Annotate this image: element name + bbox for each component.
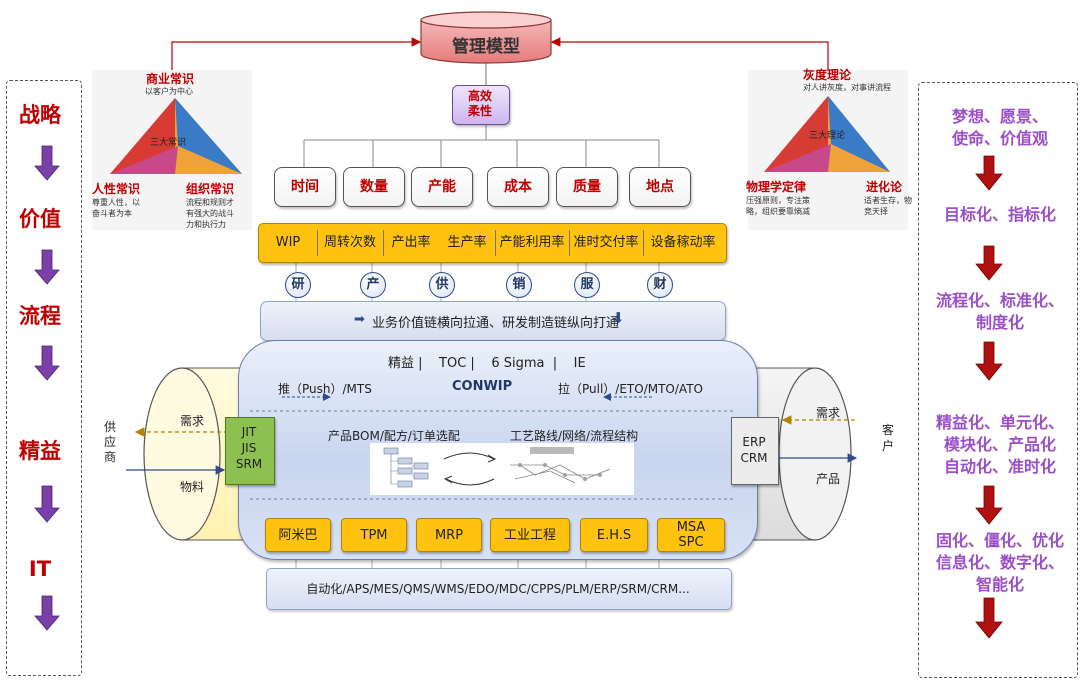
left-panel-item-process: 流程: [19, 304, 61, 328]
kpi-divider: [495, 230, 496, 256]
routing-label: 工艺路线/网络/流程结构: [510, 429, 639, 443]
left-demand-label: 需求: [180, 414, 205, 428]
dimension-time: 时间: [274, 167, 336, 207]
tool-msa-spc: MSA SPC: [657, 518, 725, 552]
it-bar: [266, 568, 732, 610]
pull-label: 拉（Pull）/ETO/MTO/ATO: [558, 382, 703, 396]
chain-sales: 销: [506, 272, 532, 298]
down-arrow-icon: [34, 595, 60, 631]
it-systems-label: 自动化/APS/MES/QMS/WMS/EDO/MDC/CPPS/PLM/ERP…: [306, 582, 690, 596]
dimension-quantity: 数量: [343, 167, 405, 207]
left-triangle-right-sub: 流程和规则才 有强大的战斗 力和执行力: [186, 198, 234, 229]
kpi-turnover: 周转次数: [323, 235, 376, 250]
right-triangle-left-title: 物理学定律: [746, 180, 807, 194]
supplier-label: 供 应 商: [104, 420, 117, 464]
erp-label: ERP CRM: [740, 435, 768, 465]
left-triangle-top-title: 商业常识: [146, 72, 195, 86]
core-label: 高效 柔性: [467, 89, 492, 118]
jit-label: JIT JIS SRM: [235, 425, 263, 471]
down-arrow-icon: [975, 155, 1003, 191]
kpi-output-rate: 产出率: [391, 235, 431, 250]
right-panel-arrows: [975, 155, 1003, 639]
tool-industrial-engineering: 工业工程: [490, 518, 570, 552]
chain-supply: 供: [429, 272, 455, 298]
down-arrow-icon: [975, 341, 1003, 381]
tool-ehs: E.H.S: [580, 518, 648, 552]
model-title: 管理模型: [452, 37, 520, 57]
bom-routing-figure: [370, 443, 634, 495]
value-chain-label: 业务价值链横向拉通、研发制造链纵向打通: [372, 316, 620, 331]
core-box: [452, 85, 510, 125]
left-triangle-diagram: [92, 70, 252, 230]
right-triangle-center: 三大理论: [809, 131, 846, 141]
tool-mrp: MRP: [416, 518, 482, 552]
chain-research: 研: [285, 272, 311, 298]
down-arrow-icon: [34, 485, 60, 523]
right-triangle-right-sub: 适者生存，物 竞天择: [864, 196, 912, 216]
right-triangle-top-title: 灰度理论: [803, 68, 852, 82]
right-triangle-left-sub: 压强原则，专注策 略，组织要靠熵减: [746, 196, 810, 216]
right-triangle-top-sub: 对人讲灰度，对事讲流程: [803, 83, 891, 92]
kpi-divider: [643, 230, 644, 256]
left-triangle-left-sub: 尊重人性，以 奋斗者为本: [92, 198, 140, 218]
chain-production: 产: [360, 272, 386, 298]
left-panel-item-value: 价值: [19, 207, 61, 231]
push-label: 推（Push）/MTS: [278, 382, 372, 396]
kpi-divider: [383, 230, 384, 256]
bom-label: 产品BOM/配方/订单选配: [328, 429, 460, 443]
left-panel: [6, 80, 82, 676]
kpi-divider: [569, 230, 570, 256]
kpi-on-time-delivery: 准时交付率: [573, 235, 639, 250]
left-triangle-top-sub: 以客户为中心: [145, 87, 193, 96]
tool-tpm: TPM: [341, 518, 407, 552]
erp-box: [731, 417, 779, 485]
right-arrow-icon: ➡: [354, 312, 365, 327]
right-triangle-diagram: [748, 70, 908, 230]
down-arrow-icon: ⬇: [612, 309, 625, 327]
left-panel-arrows: [34, 145, 60, 631]
dimension-capacity: 产能: [411, 167, 473, 207]
kpi-utilization: 产能利用率: [499, 235, 565, 250]
down-arrow-icon: [975, 597, 1003, 639]
left-panel-item-strategy: 战略: [19, 103, 61, 127]
kpi-wip: WIP: [275, 235, 301, 250]
down-arrow-icon: [975, 245, 1003, 281]
tool-amoeba: 阿米巴: [265, 518, 331, 552]
right-product-label: 产品: [816, 472, 841, 486]
dimension-location: 地点: [629, 167, 691, 207]
kpi-divider: [317, 230, 318, 256]
right-panel-item-vision: 梦想、愿景、 使命、价值观: [951, 107, 1048, 148]
down-arrow-icon: [34, 145, 60, 181]
left-panel-item-lean: 精益: [19, 439, 61, 463]
value-chain-bar: [260, 301, 726, 341]
left-panel-item-it: IT: [28, 557, 52, 581]
left-material-label: 物料: [180, 480, 205, 494]
methods-line: 精益 | TOC | 6 Sigma | IE: [388, 356, 586, 371]
model-cylinder: [420, 11, 552, 64]
down-arrow-icon: [34, 345, 60, 381]
left-triangle-center: 三大常识: [150, 138, 187, 148]
chain-service: 服: [574, 272, 600, 298]
kpi-oee: 设备稼动率: [650, 235, 716, 250]
dimension-quality: 质量: [556, 167, 618, 207]
right-panel-item-digital: 固化、僵化、优化 信息化、数字化、 智能化: [935, 531, 1064, 594]
kpi-bar: WIP 周转次数 产出率 生产率 产能利用率 准时交付率 设备稼动率: [258, 223, 727, 263]
conwip-label: CONWIP: [452, 379, 513, 394]
left-triangle-right-title: 组织常识: [186, 182, 235, 196]
jit-box: [225, 417, 275, 485]
right-panel-item-process: 流程化、标准化、 制度化: [935, 291, 1064, 332]
down-arrow-icon: [34, 249, 60, 285]
dimension-cost: 成本: [487, 167, 549, 207]
customer-label: 客 户: [882, 423, 895, 453]
left-triangle-left-title: 人性常识: [92, 182, 141, 196]
chain-finance: 财: [647, 272, 673, 298]
right-panel-item-lean: 精益化、单元化、 模块化、产品化 自动化、准时化: [935, 413, 1064, 476]
down-arrow-icon: [975, 485, 1003, 525]
kpi-productivity: 生产率: [447, 235, 487, 250]
right-panel: [918, 82, 1078, 678]
right-panel-item-target: 目标化、指标化: [943, 205, 1056, 224]
right-demand-label: 需求: [816, 406, 841, 420]
right-triangle-right-title: 进化论: [866, 180, 903, 194]
